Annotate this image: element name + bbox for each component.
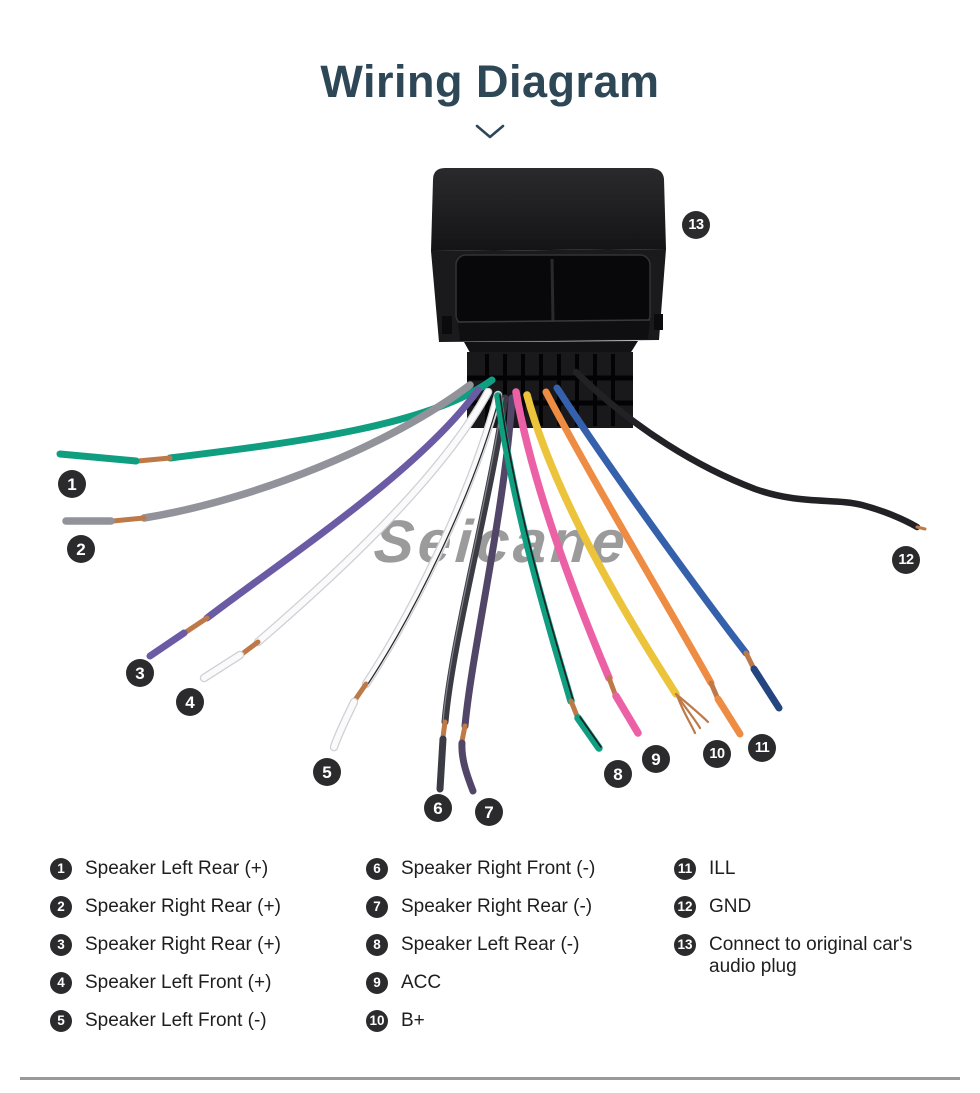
legend-number-13: 13 xyxy=(674,934,696,956)
legend-label-12: GND xyxy=(709,896,752,917)
connector-top-body xyxy=(431,168,666,251)
wire-11-orange xyxy=(542,388,744,738)
legend-number-11: 11 xyxy=(674,858,696,880)
watermark: Seicane xyxy=(372,508,631,575)
connector-left-notch xyxy=(442,316,452,334)
legend-column-2: 6 Speaker Right Front (-) 7 Speaker Righ… xyxy=(366,858,595,1032)
legend-label-5: Speaker Left Front (-) xyxy=(85,1010,267,1031)
wire-4-white xyxy=(199,387,493,683)
legend-label-4: Speaker Left Front (+) xyxy=(85,972,272,993)
legend-label-9: ACC xyxy=(401,972,442,993)
legend-number-4: 4 xyxy=(50,972,72,994)
callout-1: 1 xyxy=(58,470,86,498)
callout-6: 6 xyxy=(424,794,452,822)
legend-label-2: Speaker Right Rear (+) xyxy=(85,896,281,917)
legend-number-2: 2 xyxy=(50,896,72,918)
legend-item-13: 13 Connect to original car's audio plug xyxy=(674,934,961,978)
legend-item-2: 2 Speaker Right Rear (+) xyxy=(50,896,281,918)
legend-label-1: Speaker Left Rear (+) xyxy=(85,858,269,879)
legend-label-11: ILL xyxy=(709,858,736,879)
wire-5-white-black-stripe xyxy=(329,390,503,752)
wire-blue-unlabeled xyxy=(553,384,783,712)
legend-item-1: 1 Speaker Left Rear (+) xyxy=(50,858,281,880)
legend-label-10: B+ xyxy=(401,1010,425,1031)
legend-column-3: 11 ILL 12 GND 13 Connect to original car… xyxy=(674,858,961,978)
legend-item-3: 3 Speaker Right Rear (+) xyxy=(50,934,281,956)
wire-12-black xyxy=(572,368,927,531)
callout-7: 7 xyxy=(475,798,503,826)
legend-number-6: 6 xyxy=(366,858,388,880)
legend-label-6: Speaker Right Front (-) xyxy=(401,858,596,879)
wire-2-gray xyxy=(62,381,474,525)
legend-column-1: 1 Speaker Left Rear (+) 2 Speaker Right … xyxy=(50,858,281,1032)
callout-3: 3 xyxy=(126,659,154,687)
wire-10-copper-strands xyxy=(674,692,710,735)
callout-11: 11 xyxy=(748,734,776,762)
legend-number-8: 8 xyxy=(366,934,388,956)
connector-right-notch xyxy=(654,314,663,330)
wire-6-black-gray xyxy=(436,394,509,793)
legend-number-5: 5 xyxy=(50,1010,72,1032)
legend-label-3: Speaker Right Rear (+) xyxy=(85,934,281,955)
wire-9-pink xyxy=(512,388,642,737)
legend-number-3: 3 xyxy=(50,934,72,956)
legend-item-10: 10 B+ xyxy=(366,1010,595,1032)
legend-item-9: 9 ACC xyxy=(366,972,595,994)
connector-lip xyxy=(458,320,650,341)
callout-8: 8 xyxy=(604,760,632,788)
legend-number-10: 10 xyxy=(366,1010,388,1032)
legend-number-9: 9 xyxy=(366,972,388,994)
callout-4: 4 xyxy=(176,688,204,716)
legend-item-6: 6 Speaker Right Front (-) xyxy=(366,858,595,880)
callout-12: 12 xyxy=(892,546,920,574)
callout-2: 2 xyxy=(67,535,95,563)
connector-recess-divider xyxy=(550,258,555,322)
legend-label-7: Speaker Right Rear (-) xyxy=(401,896,593,917)
legend-number-7: 7 xyxy=(366,896,388,918)
callout-13: 13 xyxy=(682,211,710,239)
legend-number-12: 12 xyxy=(674,896,696,918)
legend-item-11: 11 ILL xyxy=(674,858,961,880)
legend-number-1: 1 xyxy=(50,858,72,880)
legend-item-4: 4 Speaker Left Front (+) xyxy=(50,972,281,994)
chevron-down-icon xyxy=(475,124,505,139)
wire-3-purple xyxy=(146,386,482,660)
callout-9: 9 xyxy=(642,745,670,773)
legend-item-7: 7 Speaker Right Rear (-) xyxy=(366,896,595,918)
wire-8-teal-black-stripe xyxy=(494,392,603,752)
bottom-separator-line xyxy=(20,1077,960,1080)
callout-5: 5 xyxy=(313,758,341,786)
page-title: Wiring Diagram xyxy=(320,56,660,107)
wire-1-green xyxy=(56,376,496,465)
wire-10-yellow xyxy=(523,391,710,735)
legend-item-12: 12 GND xyxy=(674,896,961,918)
callout-10: 10 xyxy=(703,740,731,768)
legend-item-8: 8 Speaker Left Rear (-) xyxy=(366,934,595,956)
legend-label-13: Connect to original car's audio plug xyxy=(709,934,913,977)
legend-item-5: 5 Speaker Left Front (-) xyxy=(50,1010,281,1032)
legend-label-8: Speaker Left Rear (-) xyxy=(401,934,580,955)
connector-lip-highlight xyxy=(457,319,651,323)
